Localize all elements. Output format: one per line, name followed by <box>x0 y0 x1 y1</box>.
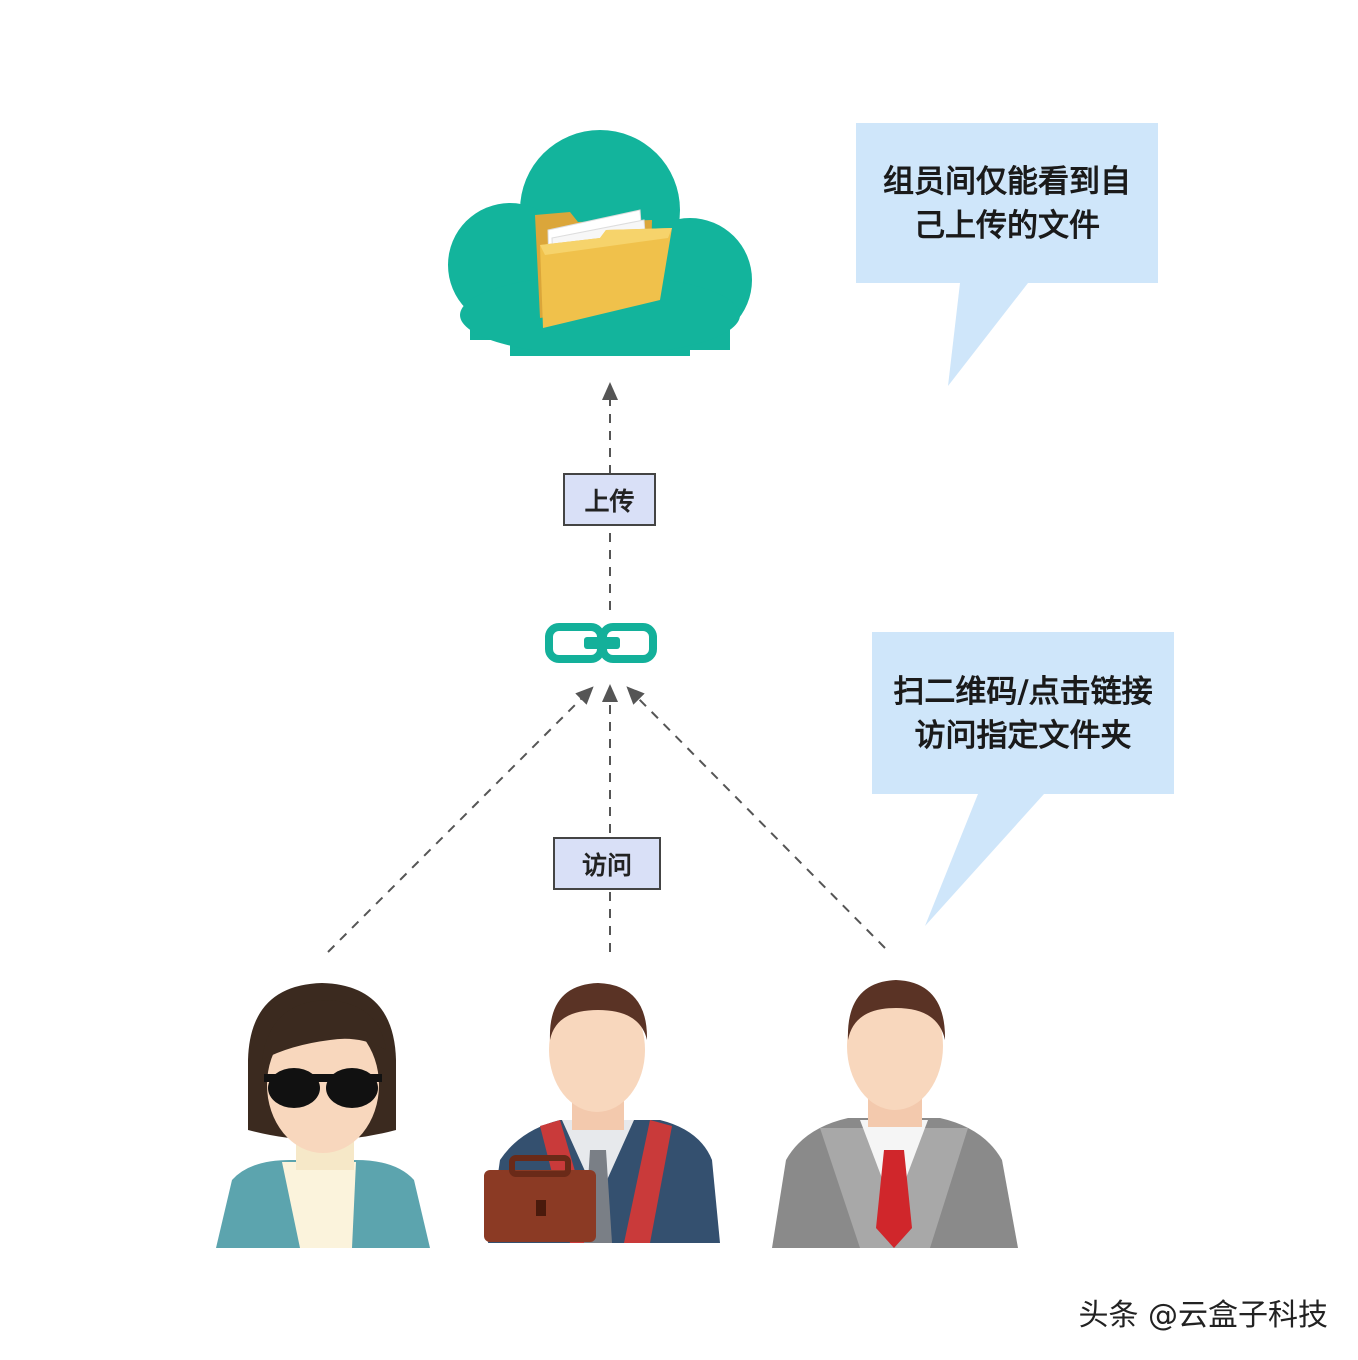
callout-top-text: 组员间仅能看到自 己上传的文件 <box>856 160 1158 248</box>
access-label: 访问 <box>553 837 661 890</box>
callout-bottom-text: 扫二维码/点击链接 访问指定文件夹 <box>872 670 1174 758</box>
callout-bottom-line1: 扫二维码/点击链接 <box>893 674 1153 710</box>
watermark: 头条 @云盒子科技 <box>1078 1298 1328 1333</box>
folder-icon <box>535 209 672 328</box>
man-briefcase-avatar <box>484 983 720 1243</box>
callout-top <box>856 123 1158 386</box>
upload-label: 上传 <box>563 473 656 526</box>
callout-top-line1: 组员间仅能看到自 <box>883 164 1131 200</box>
woman-sunglasses-avatar <box>216 983 430 1248</box>
callout-bottom <box>872 632 1174 926</box>
access-arrow-right <box>626 686 886 949</box>
access-arrow-left <box>327 686 594 953</box>
callout-top-line2: 己上传的文件 <box>914 208 1100 244</box>
callout-bottom-line2: 访问指定文件夹 <box>914 718 1132 754</box>
man-gray-suit-avatar <box>772 980 1018 1248</box>
link-icon <box>545 623 657 663</box>
